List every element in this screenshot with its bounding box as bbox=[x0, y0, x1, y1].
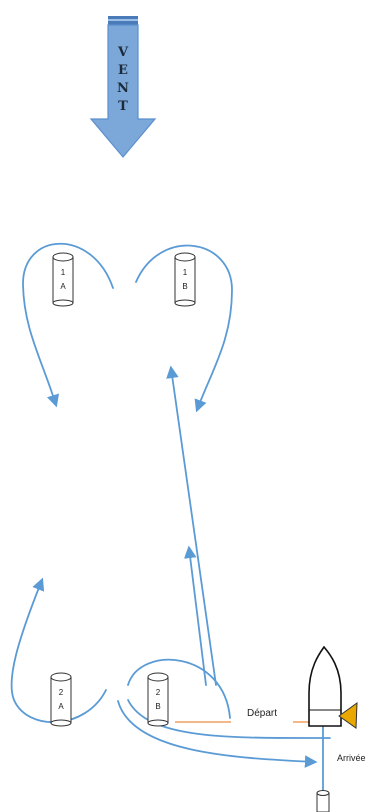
finish-label: Arrivée bbox=[337, 753, 366, 763]
buoy-2a: 2 A bbox=[51, 673, 71, 726]
buoy-number: 2 bbox=[156, 688, 161, 697]
buoy-number: 2 bbox=[59, 688, 64, 697]
rounding-arc-2b bbox=[128, 660, 230, 718]
wind-letter-v: V bbox=[117, 45, 129, 60]
course-leg-2b-to-1b bbox=[171, 368, 216, 685]
committee-boat bbox=[309, 647, 357, 728]
buoy-1a: 1 A bbox=[53, 253, 73, 306]
wind-arrow: V E N T bbox=[91, 16, 155, 157]
start-label: Départ bbox=[247, 708, 277, 719]
buoy-number: 1 bbox=[61, 268, 66, 277]
buoy-2b: 2 B bbox=[148, 673, 168, 726]
buoy-letter: A bbox=[60, 282, 66, 291]
buoy-letter: B bbox=[182, 282, 187, 291]
wind-letter-e: E bbox=[118, 63, 128, 78]
finish-mark bbox=[317, 791, 329, 812]
buoy-letter: A bbox=[58, 702, 64, 711]
buoy-number: 1 bbox=[183, 268, 188, 277]
wind-letter-t: T bbox=[118, 99, 128, 114]
buoy-letter: B bbox=[155, 702, 160, 711]
buoy-1b: 1 B bbox=[175, 253, 195, 306]
wind-letter-n: N bbox=[117, 81, 129, 96]
